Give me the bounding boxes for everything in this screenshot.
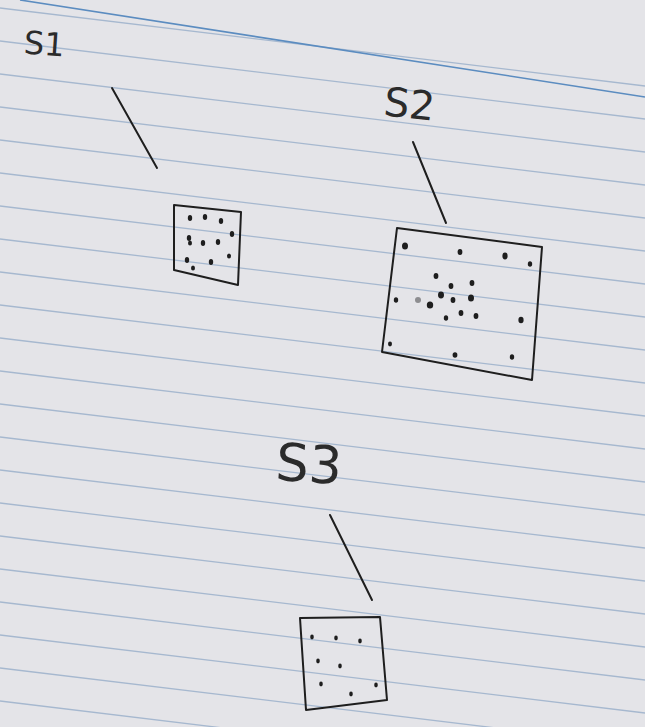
sample-squares	[174, 205, 542, 710]
sample-label: S2	[382, 81, 437, 126]
leader-lines	[112, 88, 446, 600]
sample-label: S1	[23, 27, 66, 62]
ruled-lines	[0, 8, 645, 727]
sample-label: S3	[274, 436, 344, 492]
margin-line	[20, 0, 645, 97]
sample-dots	[185, 214, 532, 696]
